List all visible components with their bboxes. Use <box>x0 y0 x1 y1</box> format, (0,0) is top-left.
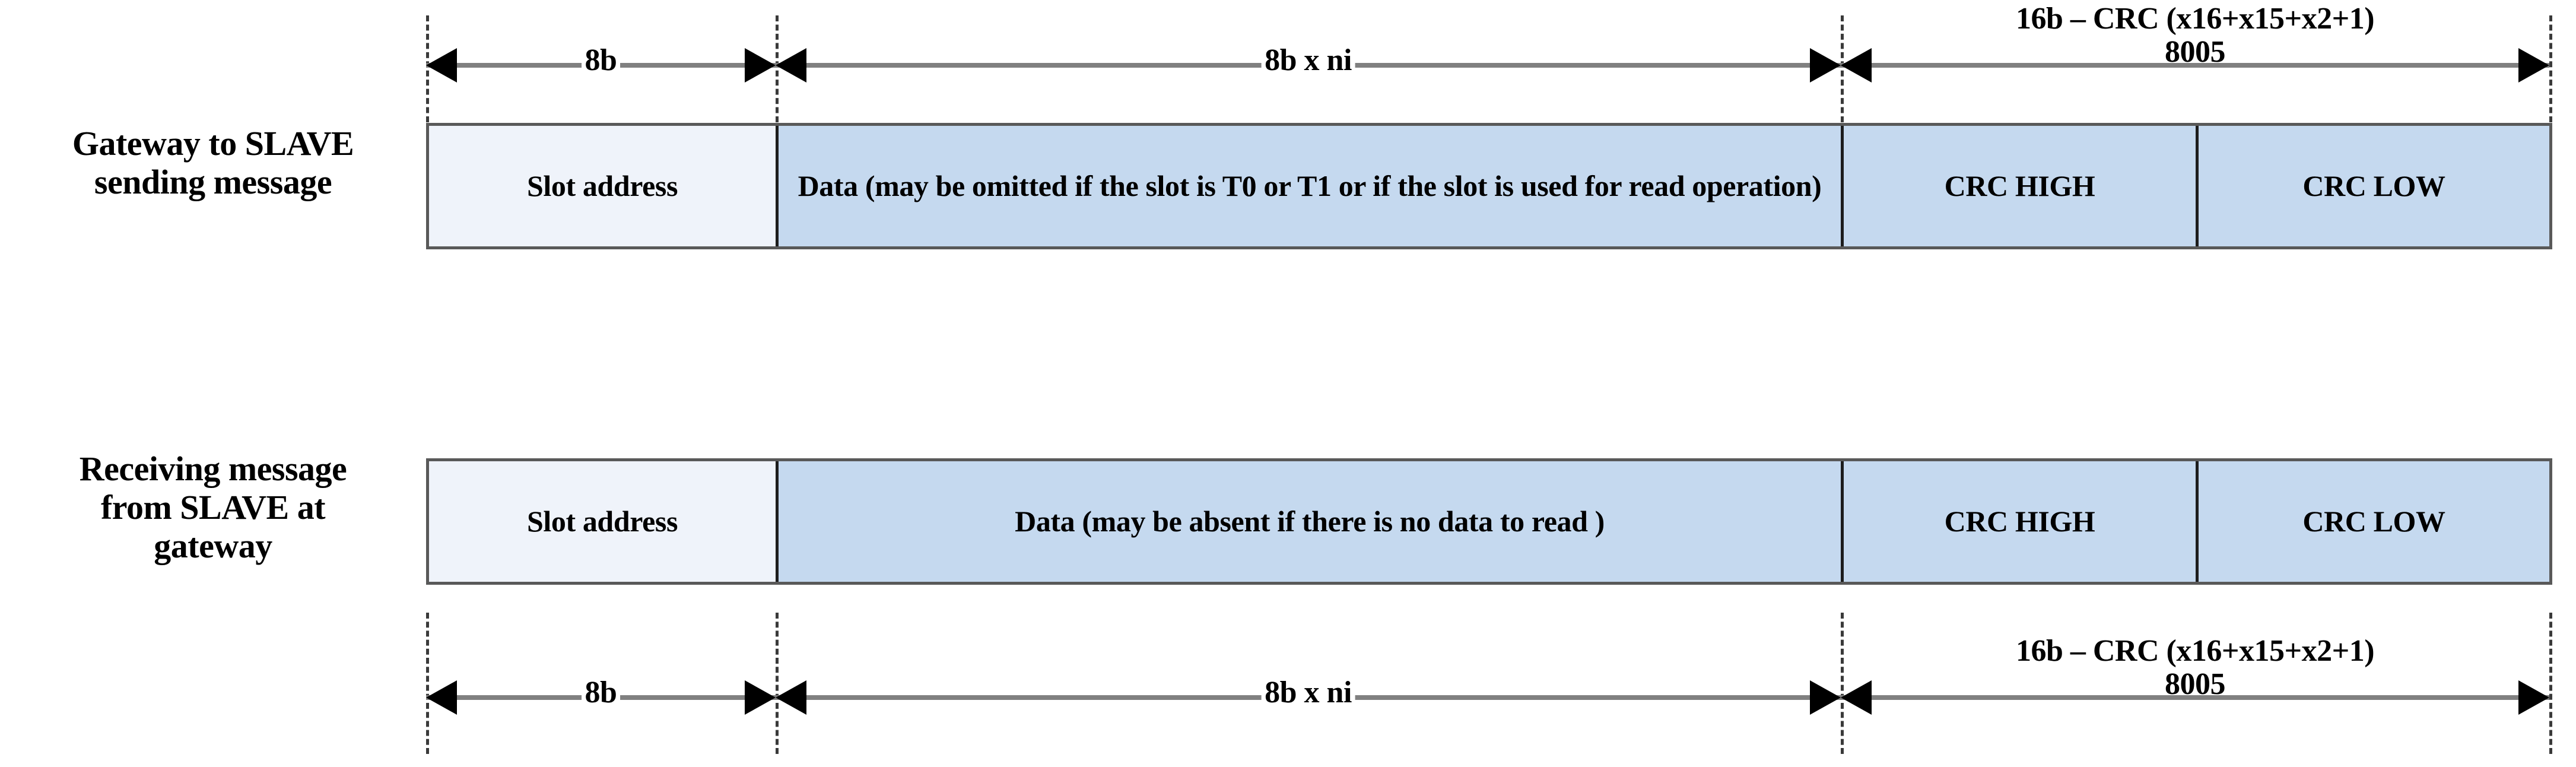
dimension-label-line2: 8005 <box>2164 35 2226 69</box>
arrowhead-left-icon <box>776 680 806 715</box>
dimension-shaft <box>1841 63 2549 68</box>
arrowhead-left-icon <box>426 48 457 83</box>
arrowhead-left-icon <box>1841 48 1872 83</box>
dimension-label-crc: 16b – CRC (x16+x15+x2+1) 8005 <box>2015 634 2375 702</box>
cell-crc-high: CRC HIGH <box>1841 461 2196 582</box>
arrowhead-right-icon <box>1810 48 1841 83</box>
extension-line-frame-end <box>2549 15 2552 122</box>
dimension-label-crc: 16b – CRC (x16+x15+x2+1) 8005 <box>2015 2 2375 69</box>
message-frame-gateway-to-slave: Slot address Data (may be omitted if the… <box>426 123 2552 249</box>
row-label-line: Receiving message <box>79 449 347 488</box>
arrowhead-left-icon <box>1841 680 1872 715</box>
arrowhead-right-icon <box>2518 48 2549 83</box>
cell-data: Data (may be absent if there is no data … <box>776 461 1841 582</box>
dimension-label: 8b x ni <box>1261 43 1355 78</box>
arrowhead-right-icon <box>2518 680 2549 715</box>
arrowhead-right-icon <box>745 48 776 83</box>
message-frame-slave-to-gateway: Slot address Data (may be absent if ther… <box>426 458 2552 585</box>
extension-line-frame-end <box>2549 613 2552 754</box>
cell-data: Data (may be omitted if the slot is T0 o… <box>776 126 1841 246</box>
row-label-line: from SLAVE at <box>100 487 326 527</box>
row-label-gateway-to-slave: Gateway to SLAVE sending message <box>8 124 418 202</box>
dimension-label-line2: 8005 <box>2164 667 2226 702</box>
cell-crc-high: CRC HIGH <box>1841 126 2196 246</box>
row-label-line: gateway <box>154 526 272 565</box>
arrowhead-left-icon <box>776 48 806 83</box>
dimension-label-line1: 16b – CRC (x16+x15+x2+1) <box>2015 634 2375 668</box>
cell-slot-address: Slot address <box>429 126 776 246</box>
dimension-label: 8b <box>581 43 621 78</box>
cell-crc-low: CRC LOW <box>2196 126 2549 246</box>
dimension-label: 8b <box>581 676 621 710</box>
dimension-label-line1: 16b – CRC (x16+x15+x2+1) <box>2015 2 2375 36</box>
cell-slot-address: Slot address <box>429 461 776 582</box>
row-label-line: sending message <box>94 162 332 201</box>
dimension-shaft <box>1841 695 2549 700</box>
row-label-line: Gateway to SLAVE <box>72 124 354 163</box>
dimension-label: 8b x ni <box>1261 676 1355 710</box>
arrowhead-left-icon <box>426 680 457 715</box>
cell-crc-low: CRC LOW <box>2196 461 2549 582</box>
arrowhead-right-icon <box>745 680 776 715</box>
arrowhead-right-icon <box>1810 680 1841 715</box>
row-label-slave-to-gateway: Receiving message from SLAVE at gateway <box>8 449 418 566</box>
